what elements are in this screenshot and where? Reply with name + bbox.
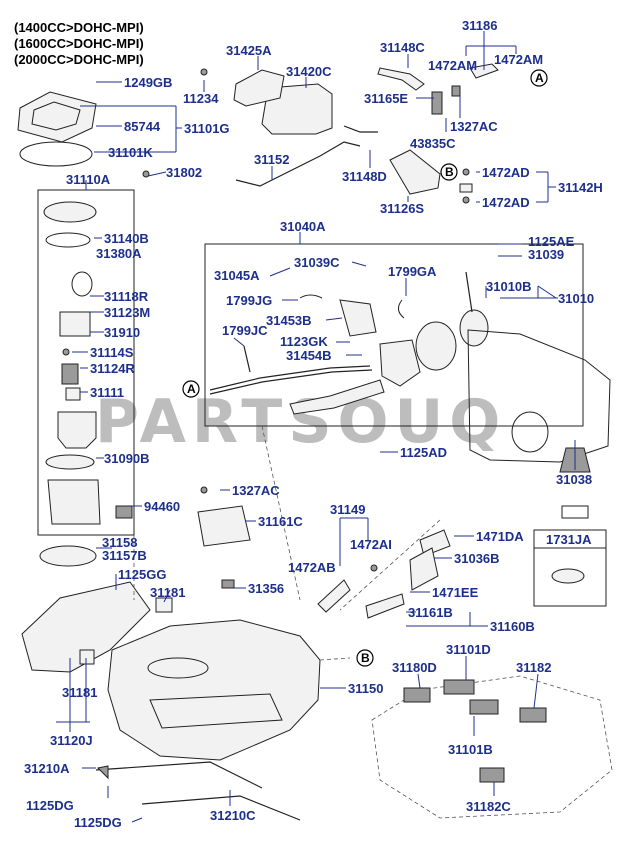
part-label[interactable]: 1125DG xyxy=(74,815,122,830)
part-label[interactable]: 1249GB xyxy=(124,75,172,90)
part-label[interactable]: 31380A xyxy=(96,246,142,261)
part-label[interactable]: 31101K xyxy=(108,145,153,160)
part-label[interactable]: 31124R xyxy=(90,361,135,376)
reference-markers: A A B B xyxy=(182,69,548,667)
fuel-tank xyxy=(107,619,321,761)
part-label[interactable]: 31101D xyxy=(446,642,491,657)
engine-variant-header: (1400CC>DOHC-MPI) (1600CC>DOHC-MPI) (200… xyxy=(14,20,144,67)
part-label[interactable]: 31040A xyxy=(280,219,326,234)
part-label[interactable]: 31114S xyxy=(90,345,134,360)
part-label[interactable]: 31454B xyxy=(286,348,332,363)
part-label[interactable]: 31010B xyxy=(486,279,532,294)
part-label[interactable]: 94460 xyxy=(144,499,180,514)
part-label[interactable]: 1471DA xyxy=(476,529,524,544)
marker-label: B xyxy=(361,651,370,665)
part-label[interactable]: 31161C xyxy=(258,514,303,529)
part-label[interactable]: 31110A xyxy=(66,172,111,187)
part-label[interactable]: 1125GG xyxy=(118,567,166,582)
part-label[interactable]: 31161B xyxy=(408,605,453,620)
part-label[interactable]: 31039 xyxy=(528,247,564,262)
part-number-labels: 1249GB 85744 31101G 31101K 31425A 31420C… xyxy=(24,18,603,830)
part-label[interactable]: 11234 xyxy=(183,91,219,106)
part-label[interactable]: 1472AD xyxy=(482,195,530,210)
part-label[interactable]: 31149 xyxy=(330,502,365,517)
part-label[interactable]: 31453B xyxy=(266,313,312,328)
part-label[interactable]: 1472AB xyxy=(288,560,336,575)
car-silhouette xyxy=(467,329,611,463)
part-label[interactable]: 31148C xyxy=(380,40,425,55)
marker-label: A xyxy=(187,382,196,396)
part-label[interactable]: 31160B xyxy=(490,619,535,634)
part-label[interactable]: 1125DG xyxy=(26,798,74,813)
part-label[interactable]: 31182C xyxy=(466,799,511,814)
part-label[interactable]: 31111 xyxy=(90,385,124,400)
marker-label: B xyxy=(445,165,454,179)
leader-lines xyxy=(56,31,576,823)
part-label[interactable]: 31910 xyxy=(104,325,140,340)
part-label[interactable]: 31210C xyxy=(210,808,256,823)
header-line: (1400CC>DOHC-MPI) xyxy=(14,20,144,35)
part-label[interactable]: 1799JG xyxy=(226,293,272,308)
part-label[interactable]: 31090B xyxy=(104,451,150,466)
part-label[interactable]: 31152 xyxy=(254,152,289,167)
header-line: (1600CC>DOHC-MPI) xyxy=(14,36,144,51)
part-label[interactable]: 31036B xyxy=(454,551,500,566)
part-label[interactable]: 31039C xyxy=(294,255,340,270)
part-label[interactable]: 1471EE xyxy=(432,585,479,600)
part-label[interactable]: 43835C xyxy=(410,136,456,151)
part-label[interactable]: 31180D xyxy=(392,660,437,675)
header-line: (2000CC>DOHC-MPI) xyxy=(14,52,144,67)
part-label[interactable]: 31101G xyxy=(184,121,230,136)
parts-drawings xyxy=(17,63,613,821)
part-label[interactable]: 31010 xyxy=(558,291,594,306)
part-label[interactable]: 1799GA xyxy=(388,264,437,279)
part-label[interactable]: 1799JC xyxy=(222,323,268,338)
part-label[interactable]: 31425A xyxy=(226,43,272,58)
watermark: PARTSOUQ xyxy=(95,387,506,457)
part-label[interactable]: 31118R xyxy=(104,289,149,304)
part-label[interactable]: 31182 xyxy=(516,660,551,675)
part-label[interactable]: 31045A xyxy=(214,268,260,283)
part-label[interactable]: 31157B xyxy=(102,548,147,563)
part-label[interactable]: 31158 xyxy=(102,535,137,550)
pads-outline xyxy=(371,675,613,819)
part-label[interactable]: 85744 xyxy=(124,119,161,134)
part-label[interactable]: 31038 xyxy=(556,472,592,487)
part-label[interactable]: 31101B xyxy=(448,742,493,757)
part-label[interactable]: 31148D xyxy=(342,169,387,184)
part-label[interactable]: 31356 xyxy=(248,581,284,596)
part-label[interactable]: 31186 xyxy=(462,18,497,33)
part-label[interactable]: 31165E xyxy=(364,91,408,106)
plug-box xyxy=(533,529,607,607)
part-label[interactable]: 1327AC xyxy=(232,483,280,498)
part-label[interactable]: 1327AC xyxy=(450,119,498,134)
part-label[interactable]: 31120J xyxy=(50,733,93,748)
part-label[interactable]: 31150 xyxy=(348,681,383,696)
part-label[interactable]: 31181 xyxy=(150,585,185,600)
part-label[interactable]: 31802 xyxy=(166,165,202,180)
part-label[interactable]: 31210A xyxy=(24,761,70,776)
part-label[interactable]: 31420C xyxy=(286,64,332,79)
part-label[interactable]: 1125AD xyxy=(400,445,447,460)
part-label[interactable]: 31123M xyxy=(104,305,150,320)
part-label[interactable]: 31142H xyxy=(558,180,603,195)
part-label[interactable]: 31126S xyxy=(380,201,424,216)
part-label[interactable]: 1731JA xyxy=(546,532,592,547)
part-label[interactable]: 1472AM xyxy=(428,58,477,73)
part-label[interactable]: 1123GK xyxy=(280,334,328,349)
part-label[interactable]: 1472AD xyxy=(482,165,530,180)
pump-cover-plate xyxy=(17,91,97,143)
heat-shield xyxy=(21,581,151,673)
part-label[interactable]: 1472AI xyxy=(350,537,392,552)
part-label[interactable]: 1472AM xyxy=(494,52,543,67)
marker-label: A xyxy=(535,71,544,85)
part-label[interactable]: 31140B xyxy=(104,231,149,246)
part-label[interactable]: 1125AE xyxy=(528,234,575,249)
part-label[interactable]: 31181 xyxy=(62,685,97,700)
filler-assembly-frame xyxy=(204,243,584,427)
